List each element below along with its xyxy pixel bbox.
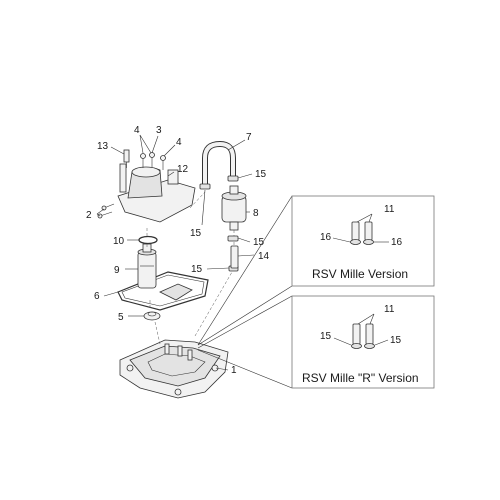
- version-box-rsv-mille: 11 16 16 RSV Mille Version: [197, 195, 435, 346]
- callout-4-right: 4: [176, 137, 182, 148]
- callout-8: 8: [253, 208, 259, 219]
- fuel-pipe: [230, 245, 239, 269]
- pump-filter-sock: [159, 283, 193, 301]
- box2-callout-15-right: 15: [390, 335, 402, 346]
- callout-labels: 1 2 3 4 4 5 6 7 8 9 10 12 13 14 15 15 15…: [86, 125, 270, 376]
- box1-callout-16-right: 16: [391, 237, 403, 248]
- callout-9: 9: [114, 265, 120, 276]
- box1-callout-16-left: 16: [320, 232, 332, 243]
- level-sensor: [123, 149, 130, 168]
- fuel-pump: [137, 243, 157, 289]
- callout-7: 7: [246, 132, 252, 143]
- fuel-hose: [202, 140, 236, 188]
- leader-lines: [96, 134, 255, 371]
- callout-13: 13: [97, 141, 109, 152]
- gasket-ring: [117, 271, 209, 311]
- callout-15-hose-left: 15: [190, 228, 202, 239]
- callout-15-pipe: 15: [191, 264, 203, 275]
- box2-caption: RSV Mille "R" Version: [302, 371, 419, 385]
- callout-2: 2: [86, 210, 92, 221]
- o-ring: [138, 235, 158, 245]
- callout-15-filter-bottom: 15: [253, 237, 265, 248]
- fuel-filter: [221, 185, 247, 231]
- version-box-rsv-mille-r: 11 15 15 RSV Mille "R" Version: [197, 295, 435, 389]
- assembly-lines: [146, 191, 235, 345]
- callout-3: 3: [156, 125, 162, 136]
- callout-14: 14: [258, 251, 270, 262]
- callout-12: 12: [177, 164, 189, 175]
- hose-clamps: [199, 175, 239, 272]
- callout-6: 6: [94, 291, 100, 302]
- callout-10: 10: [113, 236, 125, 247]
- box1-callout-11: 11: [384, 204, 395, 215]
- box1-fittings: [350, 221, 374, 245]
- box1-caption: RSV Mille Version: [312, 267, 408, 281]
- box2-fittings: [351, 323, 375, 349]
- fuel-pump-base-plate: [119, 339, 229, 399]
- box2-callout-11: 11: [384, 304, 395, 315]
- callout-1: 1: [231, 365, 237, 376]
- callout-4-left: 4: [134, 125, 140, 136]
- callout-5: 5: [118, 312, 124, 323]
- spacer-ring: [143, 311, 161, 321]
- callout-15-hose-top: 15: [255, 169, 267, 180]
- box2-callout-15-left: 15: [320, 331, 332, 342]
- pump-cover-housing: [117, 163, 196, 223]
